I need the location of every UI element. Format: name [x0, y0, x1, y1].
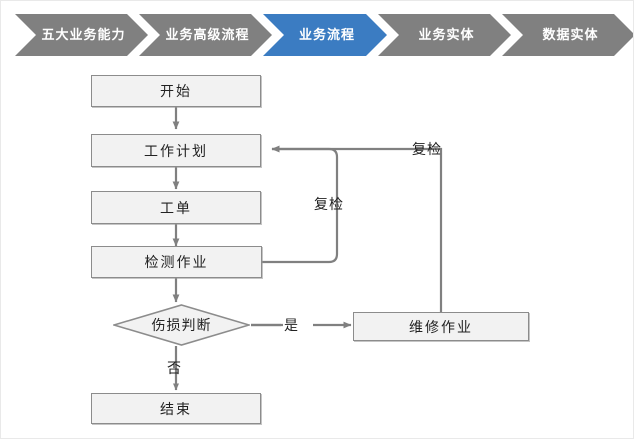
node-repair[interactable]: 维修作业	[353, 312, 529, 341]
node-work-order[interactable]: 工单	[91, 191, 261, 224]
diamond-shape	[111, 304, 252, 346]
edge-label-no: 否	[167, 360, 182, 376]
breadcrumb-chevron-2[interactable]	[139, 14, 272, 56]
breadcrumb-item-label-4: 业务实体	[418, 27, 475, 42]
breadcrumb-item-label-5: 数据实体	[542, 27, 599, 42]
breadcrumb-shapes	[15, 14, 634, 56]
node-work-plan[interactable]: 工作计划	[91, 134, 261, 167]
node-start[interactable]: 开始	[91, 75, 261, 107]
node-work-order-label: 工单	[160, 199, 192, 216]
connector-recheck-outer	[271, 145, 443, 312]
breadcrumb: 五大业务能力 业务高级流程 业务流程 业务实体 数据实体	[1, 14, 634, 56]
node-repair-label: 维修作业	[409, 318, 473, 335]
node-inspection-label: 检测作业	[144, 254, 209, 270]
node-end[interactable]: 结束	[91, 393, 261, 424]
breadcrumb-chevron-1[interactable]	[15, 14, 148, 56]
node-inspection[interactable]: 检测作业	[91, 246, 262, 278]
edge-label-yes: 是	[284, 317, 299, 333]
node-end-label: 结束	[160, 400, 192, 417]
node-damage-decision-label: 伤损判断	[151, 317, 212, 333]
edge-label-recheck-inner: 复检	[314, 196, 344, 212]
node-work-plan-label: 工作计划	[144, 142, 208, 159]
breadcrumb-item-label-3: 业务流程	[298, 27, 355, 42]
node-start-label: 开始	[160, 83, 192, 99]
breadcrumb-item-label-2: 业务高级流程	[165, 27, 250, 42]
breadcrumb-item-label-1: 五大业务能力	[41, 27, 126, 42]
breadcrumb-chevron-3[interactable]	[263, 14, 387, 56]
edge-label-recheck-outer: 复检	[412, 141, 442, 157]
breadcrumb-chevron-4[interactable]	[378, 14, 511, 56]
breadcrumb-chevron-5[interactable]	[502, 14, 634, 56]
node-damage-decision[interactable]: 伤损判断	[111, 304, 252, 346]
